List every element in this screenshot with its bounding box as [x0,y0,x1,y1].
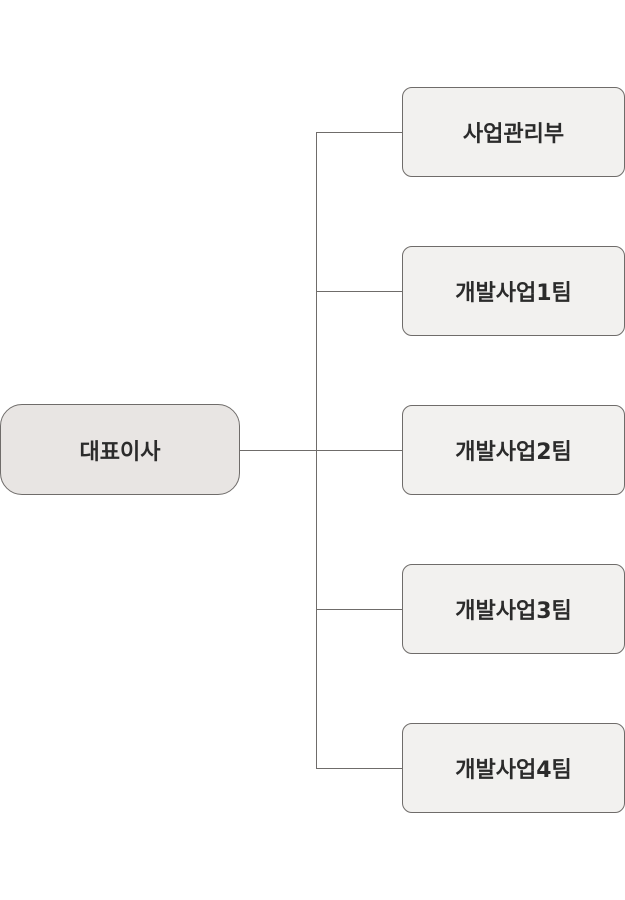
branch-line [316,609,402,610]
node-label: 개발사업4팀 [455,758,572,783]
node-label: 사업관리부 [462,122,565,147]
node-label: 개발사업3팀 [455,599,572,624]
child-node: 개발사업2팀 [402,405,625,495]
child-node: 개발사업4팀 [402,723,625,813]
child-node: 사업관리부 [402,87,625,177]
branch-line [316,768,402,769]
branch-line [316,291,402,292]
root-node: 대표이사 [0,404,240,495]
child-node: 개발사업3팀 [402,564,625,654]
node-label: 개발사업2팀 [455,440,572,465]
child-node: 개발사업1팀 [402,246,625,336]
node-label: 개발사업1팀 [455,281,572,306]
branch-line [316,450,402,451]
root-connector [240,450,316,451]
node-label: 대표이사 [79,439,161,465]
branch-line [316,132,402,133]
